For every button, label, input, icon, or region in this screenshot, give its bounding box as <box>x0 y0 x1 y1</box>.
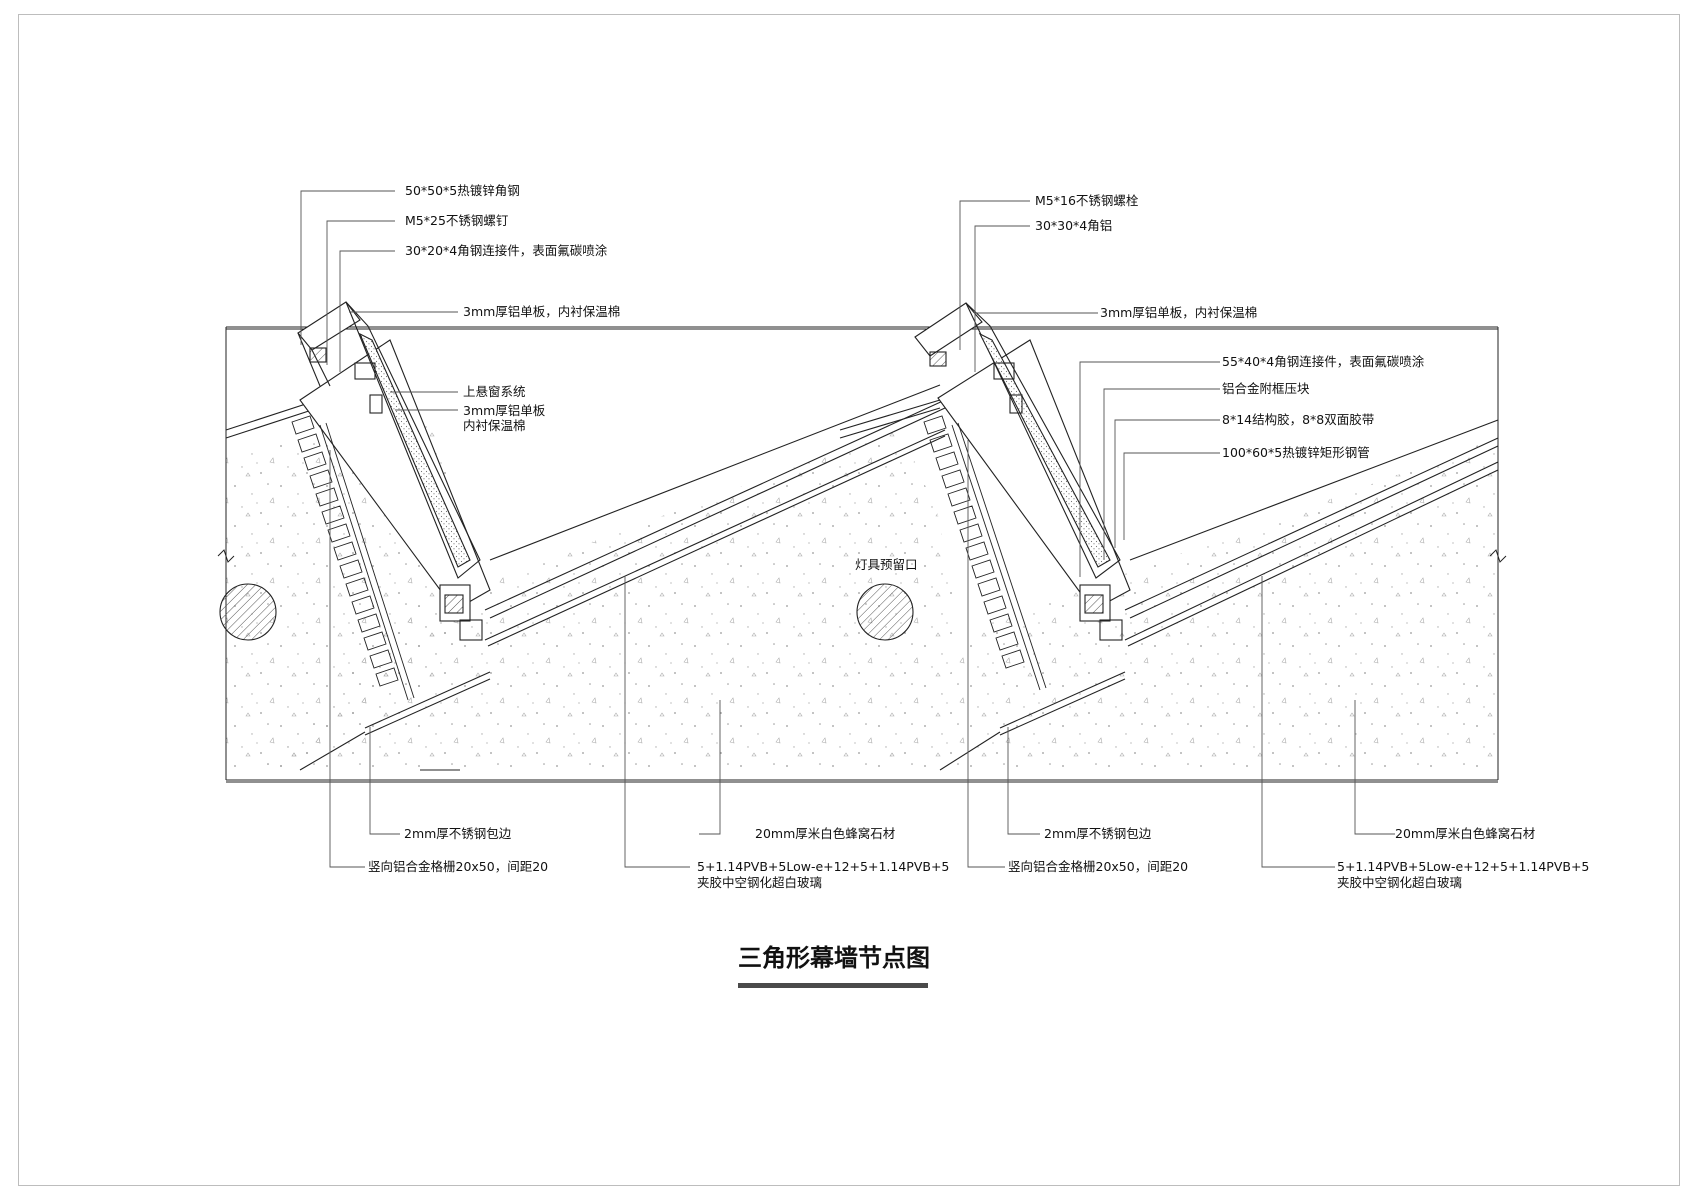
label-panel-mid-1: 3mm厚铝单板 <box>463 403 546 418</box>
label-glass-right-2: 夹胶中空钢化超白玻璃 <box>1337 875 1462 890</box>
label-stone-right: 20mm厚米白色蜂窝石材 <box>1395 826 1535 841</box>
label-angle-al: 30*30*4角铝 <box>1035 218 1112 233</box>
right-labels: M5*16不锈钢螺栓 30*30*4角铝 3mm厚铝单板，内衬保温棉 55*40… <box>1008 193 1589 890</box>
label-grille-left: 竖向铝合金格栅20x50，间距20 <box>368 859 548 874</box>
label-stone-left: 20mm厚米白色蜂窝石材 <box>755 826 895 841</box>
label-connector: 30*20*4角钢连接件，表面氟碳喷涂 <box>405 243 608 258</box>
drawing-frame <box>18 14 1680 1186</box>
label-edging-right: 2mm厚不锈钢包边 <box>1044 826 1152 841</box>
label-panel-top: 3mm厚铝单板，内衬保温棉 <box>463 304 620 319</box>
left-labels: 50*50*5热镀锌角钢 M5*25不锈钢螺钉 30*20*4角钢连接件，表面氟… <box>368 183 949 890</box>
label-grille-right: 竖向铝合金格栅20x50，间距20 <box>1008 859 1188 874</box>
label-screw: M5*25不锈钢螺钉 <box>405 213 509 228</box>
label-bolt: M5*16不锈钢螺栓 <box>1035 193 1139 208</box>
slab-lines <box>217 326 1507 783</box>
label-glue: 8*14结构胶，8*8双面胶带 <box>1222 412 1374 427</box>
label-panel-top-right: 3mm厚铝单板，内衬保温棉 <box>1100 305 1257 320</box>
right-node <box>839 302 1499 771</box>
label-edging-left: 2mm厚不锈钢包边 <box>404 826 512 841</box>
label-connector-right: 55*40*4角钢连接件，表面氟碳喷涂 <box>1222 354 1425 369</box>
label-glass-left-2: 夹胶中空钢化超白玻璃 <box>697 875 822 890</box>
label-angle-steel: 50*50*5热镀锌角钢 <box>405 183 520 198</box>
drawing-title: 三角形幕墙节点图 <box>738 944 930 972</box>
label-window: 上悬窗系统 <box>463 384 526 399</box>
title-underline <box>738 983 928 988</box>
label-light: 灯具预留口 <box>855 557 918 572</box>
label-glass-left-1: 5+1.14PVB+5Low-e+12+5+1.14PVB+5 <box>697 859 949 874</box>
left-node <box>219 301 946 771</box>
label-tube: 100*60*5热镀锌矩形钢管 <box>1222 445 1370 460</box>
leader-lines <box>300 190 1395 868</box>
label-panel-mid-2: 内衬保温棉 <box>463 418 526 433</box>
label-glass-right-1: 5+1.14PVB+5Low-e+12+5+1.14PVB+5 <box>1337 859 1589 874</box>
label-press-block: 铝合金附框压块 <box>1222 381 1310 396</box>
